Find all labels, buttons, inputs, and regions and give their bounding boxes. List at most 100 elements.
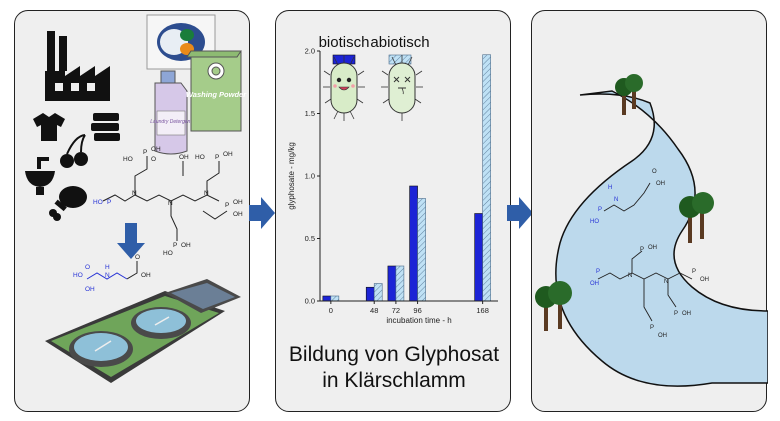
- sources-panel: Laundry Detergent Washing Powder N N N P…: [14, 10, 250, 412]
- svg-text:OH: OH: [223, 151, 233, 158]
- sources-illustration: Laundry Detergent Washing Powder N N N P…: [25, 14, 247, 383]
- svg-text:N: N: [132, 190, 137, 197]
- svg-text:HO: HO: [163, 250, 173, 257]
- svg-text:P: P: [650, 325, 654, 331]
- river-illustration: HO P H N O OH P OH N N P OH P OH P OH P …: [535, 74, 769, 387]
- legend-label-biotisch: biotisch: [319, 34, 370, 51]
- svg-text:O: O: [151, 156, 156, 163]
- svg-text:H: H: [105, 264, 110, 271]
- svg-text:OH: OH: [658, 333, 667, 339]
- panel-title-line1: Bildung von Glyphosat: [288, 343, 500, 366]
- y-tick-label: 0.5: [305, 234, 315, 243]
- svg-text:HO: HO: [73, 272, 83, 279]
- x-tick-label: 72: [392, 306, 400, 315]
- phosphonate-molecule-in-river: [597, 250, 693, 322]
- molecule-labels: N N N P OH O HO P OH HO P OH HO OH P OH …: [93, 146, 243, 257]
- glyphosate-molecule-in-river: [603, 182, 651, 212]
- svg-text:O: O: [135, 254, 140, 261]
- phosphonate-molecule-structure: [102, 156, 228, 241]
- svg-text:OH: OH: [233, 211, 243, 218]
- right-arrow-icon: [507, 197, 533, 229]
- svg-text:OH: OH: [151, 146, 161, 153]
- svg-text:P: P: [692, 269, 696, 275]
- svg-text:OH: OH: [656, 181, 665, 187]
- svg-text:HO: HO: [123, 156, 133, 163]
- bar-abiotisch-72: [395, 265, 405, 302]
- y-tick-label: 1.5: [305, 109, 315, 118]
- x-tick-label: 48: [370, 306, 378, 315]
- bar-biotisch-96: [409, 185, 418, 302]
- washing-powder-bag-icon: Washing Powder: [186, 50, 247, 132]
- svg-text:N: N: [628, 273, 632, 279]
- washing-powder-label: Washing Powder: [186, 90, 247, 99]
- happy-bacterium-icon: [323, 55, 365, 121]
- svg-text:H: H: [608, 185, 612, 191]
- panel-title-line2: in Klärschlamm: [322, 369, 466, 392]
- river-panel: HO P H N O OH P OH N N P OH P OH P OH P …: [531, 10, 769, 412]
- svg-text:O: O: [652, 169, 657, 175]
- bar-biotisch-168: [474, 213, 483, 302]
- svg-text:OH: OH: [700, 277, 709, 283]
- svg-text:HO: HO: [195, 154, 205, 161]
- svg-text:P: P: [143, 149, 147, 156]
- bar-biotisch-0: [322, 295, 332, 302]
- svg-text:HO: HO: [590, 219, 599, 225]
- svg-text:N: N: [105, 272, 110, 279]
- svg-text:O: O: [85, 264, 90, 271]
- tshirt-icon: [33, 113, 65, 141]
- svg-text:OH: OH: [682, 311, 691, 317]
- svg-text:OH: OH: [85, 286, 95, 293]
- chicken-leg-icon: [49, 186, 87, 221]
- sink-icon: [25, 157, 55, 195]
- laundry-detergent-bottle-icon: Laundry Detergent: [150, 70, 192, 155]
- svg-text:N: N: [168, 200, 173, 207]
- y-axis-label: glyphosate - mg/kg: [287, 142, 296, 210]
- svg-text:P: P: [640, 247, 644, 253]
- bar-biotisch-72: [387, 265, 397, 302]
- y-tick-label: 1.0: [305, 172, 315, 181]
- bar-biotisch-48: [365, 286, 375, 302]
- books-icon: [91, 113, 120, 141]
- svg-text:OH: OH: [181, 242, 191, 249]
- x-tick-label: 96: [413, 306, 421, 315]
- bar-abiotisch-48: [373, 283, 383, 302]
- bar-abiotisch-0: [330, 295, 340, 302]
- detergent-pod-icon: [146, 14, 216, 70]
- svg-text:OH: OH: [648, 245, 657, 251]
- tree-icon: [615, 74, 643, 115]
- treatment-plant-illustration: [45, 279, 241, 383]
- bar-abiotisch-96: [417, 198, 426, 302]
- svg-text:N: N: [664, 279, 668, 285]
- glyphosate-molecule-structure: HO O OH H N O OH: [73, 254, 151, 293]
- svg-text:HO: HO: [93, 199, 103, 206]
- svg-text:N: N: [614, 197, 618, 203]
- bottle-label: Laundry Detergent: [150, 119, 192, 125]
- dead-bacterium-icon: [381, 55, 423, 121]
- bars: [322, 54, 491, 302]
- svg-text:P: P: [596, 269, 600, 275]
- right-arrow-icon: [249, 197, 275, 229]
- river-phosphonate-labels: P OH N N P OH P OH P OH P OH: [590, 245, 709, 339]
- x-tick-label: 0: [329, 306, 333, 315]
- down-arrow-icon: [117, 223, 145, 259]
- cherries-icon: [60, 134, 88, 168]
- svg-text:OH: OH: [141, 272, 151, 279]
- svg-text:P: P: [107, 199, 111, 206]
- x-axis-label: incubation time - h: [386, 316, 451, 325]
- svg-text:OH: OH: [590, 281, 599, 287]
- svg-text:P: P: [215, 154, 219, 161]
- bar-abiotisch-168: [482, 54, 491, 302]
- y-tick-label: 2.0: [305, 47, 315, 56]
- river: [555, 90, 769, 387]
- svg-text:OH: OH: [233, 199, 243, 206]
- svg-text:P: P: [173, 242, 177, 249]
- legend-label-abiotisch: abiotisch: [370, 34, 429, 51]
- svg-text:P: P: [674, 311, 678, 317]
- tree-icon: [535, 281, 572, 331]
- svg-text:OH: OH: [179, 154, 189, 161]
